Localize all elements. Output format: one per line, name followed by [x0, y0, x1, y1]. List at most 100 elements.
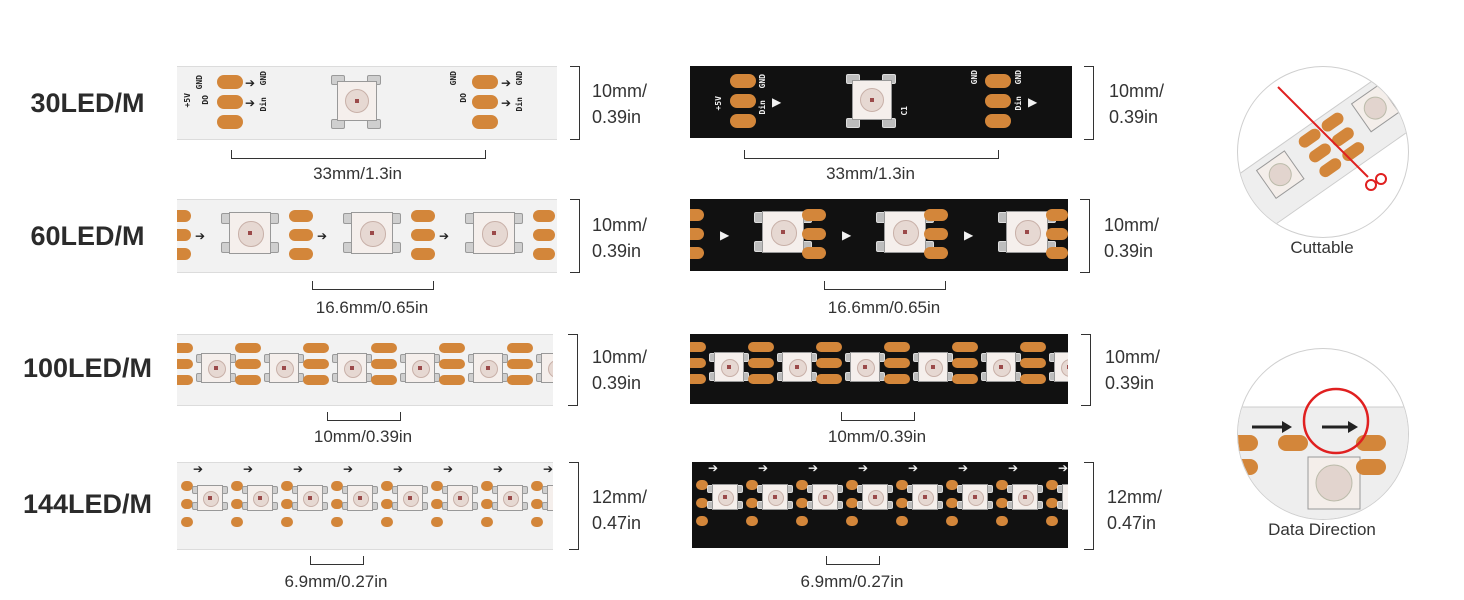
- strip-height: 12mm/: [592, 487, 648, 507]
- led-chip: [757, 484, 793, 510]
- spacing-bracket: [312, 281, 434, 290]
- row-label-144: 144LED/M: [22, 489, 153, 519]
- height-bracket: [569, 462, 579, 550]
- arrow-icon: ➔: [543, 462, 553, 476]
- led-chip: [907, 484, 943, 510]
- led-chip: [465, 212, 523, 254]
- strip-height: 10mm/: [592, 81, 648, 101]
- height-bracket: [1080, 199, 1090, 273]
- arrow-icon: ➔: [908, 462, 919, 475]
- led-spacing: 33mm/1.3in: [313, 164, 402, 183]
- arrow-icon: ➔: [1008, 462, 1019, 475]
- led-chip: [392, 485, 428, 511]
- arrow-icon: ➔: [245, 96, 256, 110]
- arrow-icon: ➔: [858, 462, 869, 475]
- arrow-icon: ▶: [842, 228, 852, 242]
- scissors-icon: [1365, 179, 1377, 191]
- strip-100-white: [177, 334, 553, 406]
- arrow-icon: ➔: [439, 229, 450, 243]
- arrow-icon: ➔: [293, 462, 304, 476]
- led-chip: [844, 352, 886, 382]
- led-chip: [292, 485, 328, 511]
- led-chip: [467, 353, 509, 383]
- strip-height: 10mm/: [1109, 81, 1165, 101]
- led-chip: [1007, 484, 1043, 510]
- led-chip: [492, 485, 528, 511]
- height-bracket: [1081, 334, 1091, 406]
- led-chip: [331, 75, 381, 129]
- led-chip: [1048, 352, 1068, 382]
- arrow-icon: ➔: [808, 462, 819, 475]
- height-bracket: [570, 199, 580, 273]
- row-label-100: 100LED/M: [22, 353, 153, 383]
- led-chip: [876, 211, 934, 253]
- strip-100-black: [690, 334, 1068, 404]
- arrow-icon: ➔: [443, 462, 454, 476]
- led-spacing: 6.9mm/0.27in: [284, 572, 388, 591]
- spacing-bracket: [744, 150, 999, 159]
- led-chip: [399, 353, 441, 383]
- strip-height-in: 0.39in: [592, 373, 642, 393]
- arrow-icon: ➔: [1058, 462, 1068, 475]
- height-bracket: [1084, 66, 1094, 140]
- strip-height-in: 0.39in: [592, 241, 642, 261]
- led-spacing: 16.6mm/0.65in: [315, 298, 429, 317]
- strip-height: 12mm/: [1107, 487, 1163, 507]
- led-spacing: 6.9mm/0.27in: [800, 572, 904, 591]
- led-chip: [442, 485, 478, 511]
- strip-height-in: 0.39in: [1109, 107, 1159, 127]
- spacing-bracket: [826, 556, 880, 565]
- led-chip: [221, 212, 279, 254]
- arrow-icon: ➔: [958, 462, 969, 475]
- data-direction-illustration: [1237, 348, 1409, 520]
- strip-height: 10mm/: [592, 347, 648, 367]
- strip-60-black: ▶▶▶: [690, 199, 1068, 271]
- spacing-bracket: [824, 281, 946, 290]
- led-spacing: 16.6mm/0.65in: [827, 298, 941, 317]
- led-chip: [263, 353, 305, 383]
- strip-height-in: 0.47in: [592, 513, 642, 533]
- strip-height-in: 0.39in: [592, 107, 642, 127]
- strip-30-black: +5V GND Din ▶ C1 GND GND Din ▶: [690, 66, 1072, 138]
- led-chip: [343, 212, 401, 254]
- arrow-icon: ▶: [720, 228, 730, 242]
- led-chip: [957, 484, 993, 510]
- led-chip: [980, 352, 1022, 382]
- arrow-icon: ➔: [195, 229, 206, 243]
- height-bracket: [568, 334, 578, 406]
- led-chip: [342, 485, 378, 511]
- arrow-icon: ▶: [772, 95, 782, 109]
- led-chip: [242, 485, 278, 511]
- strip-height-in: 0.39in: [1105, 373, 1155, 393]
- strip-144-black: ➔ ➔ ➔ ➔ ➔ ➔ ➔ ➔: [692, 462, 1068, 548]
- height-bracket: [570, 66, 580, 140]
- led-chip: [998, 211, 1056, 253]
- arrow-icon: ➔: [343, 462, 354, 476]
- led-chip: [1057, 484, 1068, 510]
- led-chip: [846, 74, 896, 128]
- led-chip: [707, 484, 743, 510]
- spacing-bracket: [231, 150, 486, 159]
- strip-height: 10mm/: [1105, 347, 1161, 367]
- cuttable-illustration: [1237, 66, 1409, 238]
- strip-30-white: GND +5V DO ➔ ➔ GND Din GND DO ➔ ➔ GND Di…: [177, 66, 557, 140]
- arrow-icon: ➔: [708, 462, 719, 475]
- arrow-icon: [1348, 421, 1358, 433]
- height-bracket: [1084, 462, 1094, 550]
- feature-caption-data-direction: Data Direction: [1268, 520, 1376, 539]
- row-label-60: 60LED/M: [30, 221, 145, 251]
- led-chip: [857, 484, 893, 510]
- led-chip: [807, 484, 843, 510]
- led-spacing: 10mm/0.39in: [827, 427, 927, 446]
- strip-height: 10mm/: [1104, 215, 1160, 235]
- arrow-icon: ➔: [758, 462, 769, 475]
- led-chip: [708, 352, 750, 382]
- led-chip: [776, 352, 818, 382]
- spacing-bracket: [310, 556, 364, 565]
- strip-height-in: 0.47in: [1107, 513, 1157, 533]
- strip-height-in: 0.39in: [1104, 241, 1154, 261]
- led-chip: [912, 352, 954, 382]
- led-chip: [331, 353, 373, 383]
- strip-60-white: ➔➔➔: [177, 199, 557, 273]
- led-chip: [192, 485, 228, 511]
